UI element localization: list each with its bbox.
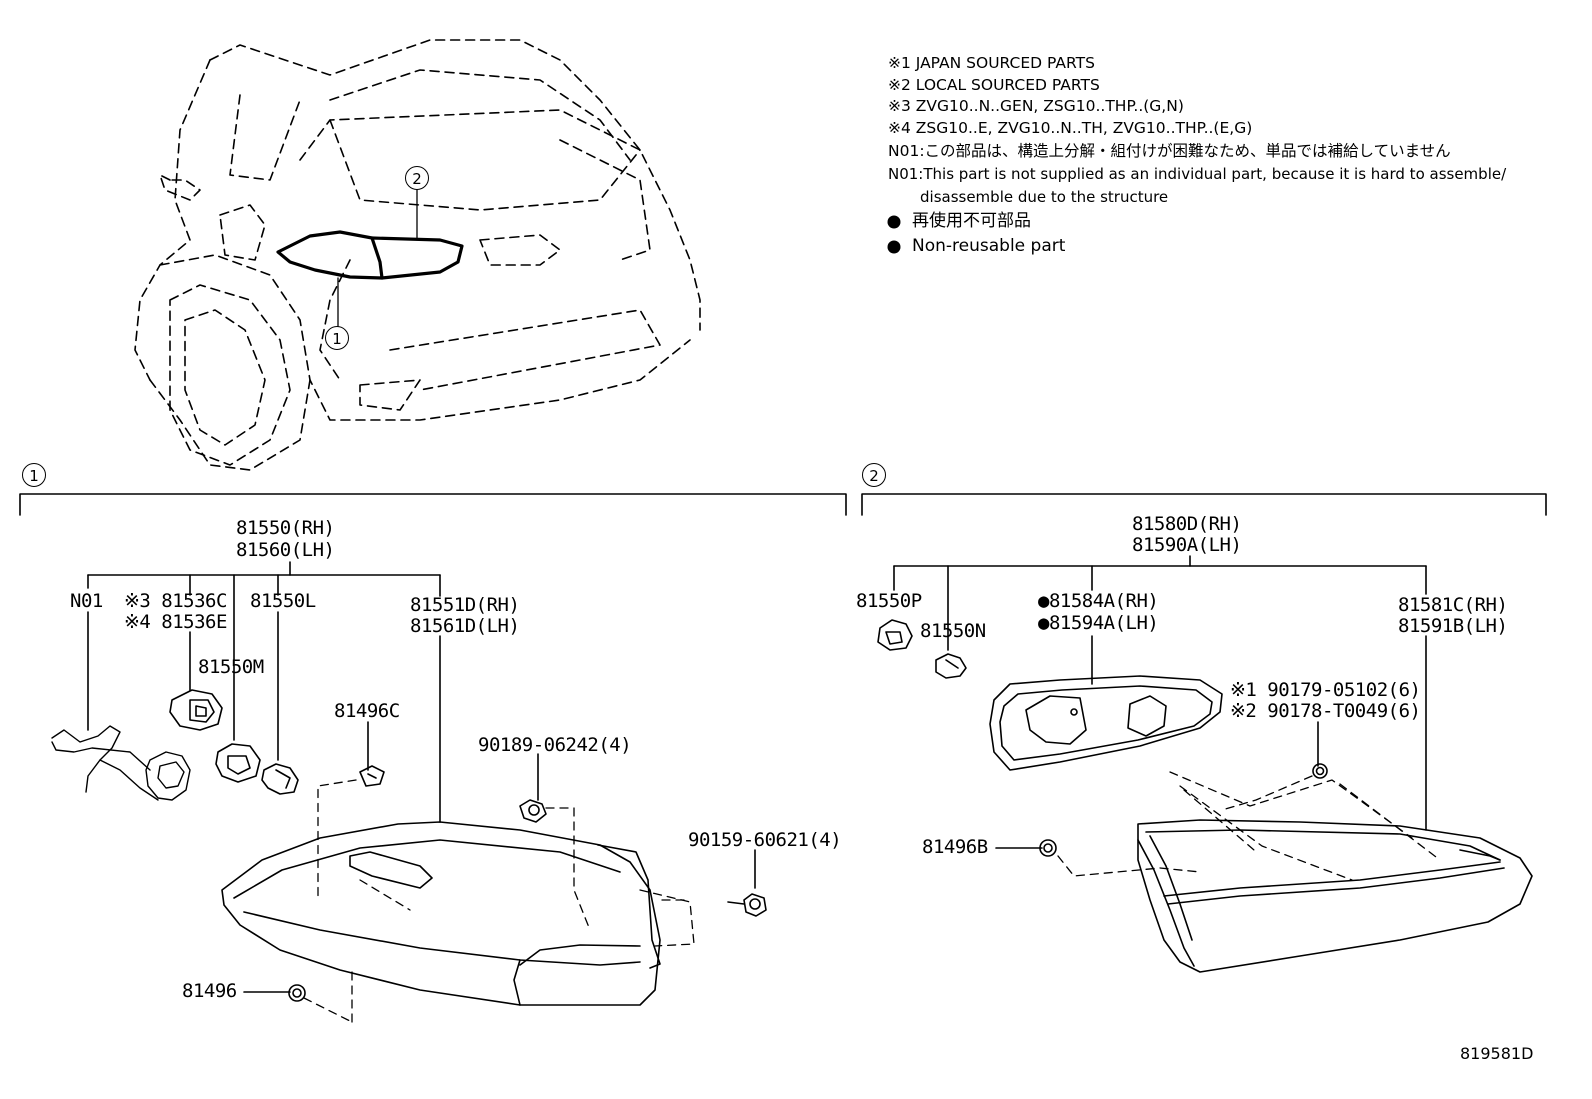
part-81496c: 81496C: [334, 700, 400, 722]
callout-2: 2: [405, 166, 429, 190]
part-81550-rh: 81550(RH): [236, 517, 335, 539]
note-nonreusable-jp: 再使用不可部品: [912, 211, 1031, 231]
part-n01: N01: [70, 590, 103, 612]
note-n01-en: N01:This part is not supplied as an indi…: [888, 165, 1507, 183]
part-81550p: 81550P: [856, 590, 922, 612]
screw-90159: [727, 893, 767, 917]
part-90179-05102: ※1 90179-05102(6): [1230, 679, 1421, 701]
note-4: ※4 ZSG10..E, ZVG10..N..TH, ZVG10..THP..(…: [888, 119, 1253, 137]
part-81496b: 81496B: [922, 836, 988, 858]
section2-number: 2: [862, 463, 886, 487]
part-81561d-lh: 81561D(LH): [410, 615, 520, 637]
part-81591b-lh: 81591B(LH): [1398, 615, 1508, 637]
part-81496: 81496: [182, 980, 237, 1002]
screw-90179: [1312, 763, 1328, 779]
clip-81496: [288, 984, 306, 1002]
gasket: [989, 675, 1223, 771]
note-3: ※3 ZVG10..N..GEN, ZSG10..THP..(G,N): [888, 97, 1184, 115]
section2-bracket: [861, 493, 1547, 849]
outer-lamp: [221, 821, 661, 1006]
note-n01-jp: N01:この部品は、構造上分解・組付けが困難なため、単品では補給していません: [888, 142, 1451, 160]
screw-90189: [519, 799, 547, 823]
callout-leaders: [337, 189, 418, 327]
part-81581c-rh: 81581C(RH): [1398, 594, 1508, 616]
part-90189-06242: 90189-06242(4): [478, 734, 632, 756]
part-81584a-rh: ●81584A(RH): [1038, 590, 1159, 612]
note-n01-en-cont: disassemble due to the structure: [920, 188, 1169, 206]
part-81550n: 81550N: [920, 620, 986, 642]
part-81536c: ※3 81536C: [124, 590, 227, 612]
bullet-marks: [887, 215, 901, 254]
note-2: ※2 LOCAL SOURCED PARTS: [888, 76, 1100, 94]
wire-harness: [51, 725, 191, 801]
inner-lamp: [1137, 819, 1533, 973]
part-81580d-rh: 81580D(RH): [1132, 513, 1242, 535]
part-81550m: 81550M: [198, 656, 264, 678]
part-81536e: ※4 81536E: [124, 611, 227, 633]
socket-81550m: [215, 743, 261, 783]
note-1: ※1 JAPAN SOURCED PARTS: [888, 54, 1095, 72]
part-81590a-lh: 81590A(LH): [1132, 534, 1242, 556]
note-nonreusable-en: Non-reusable part: [912, 236, 1066, 256]
highlighted-lamps: [276, 230, 464, 280]
section1-guides: [303, 779, 695, 1023]
figure-id: 819581D: [1460, 1044, 1534, 1063]
part-90159-60621: 90159-60621(4): [688, 829, 842, 851]
socket-81550p: [877, 619, 913, 651]
part-81560-lh: 81560(LH): [236, 539, 335, 561]
part-81550l: 81550L: [250, 590, 316, 612]
clip-81496c: [359, 765, 385, 787]
section1-number: 1: [22, 463, 46, 487]
vehicle-illustration: [134, 39, 701, 471]
bulb-81550l: [261, 763, 299, 795]
socket-81536c: [169, 689, 223, 731]
callout-1: 1: [325, 326, 349, 350]
section2-guides: [1057, 771, 1441, 881]
clip-81496b: [1039, 839, 1057, 857]
part-90178-t0049: ※2 90178-T0049(6): [1230, 700, 1421, 722]
section1-bracket: [19, 493, 847, 993]
part-81551d-rh: 81551D(RH): [410, 594, 520, 616]
part-81594a-lh: ●81594A(LH): [1038, 612, 1159, 634]
bulb-81550n: [935, 653, 967, 679]
